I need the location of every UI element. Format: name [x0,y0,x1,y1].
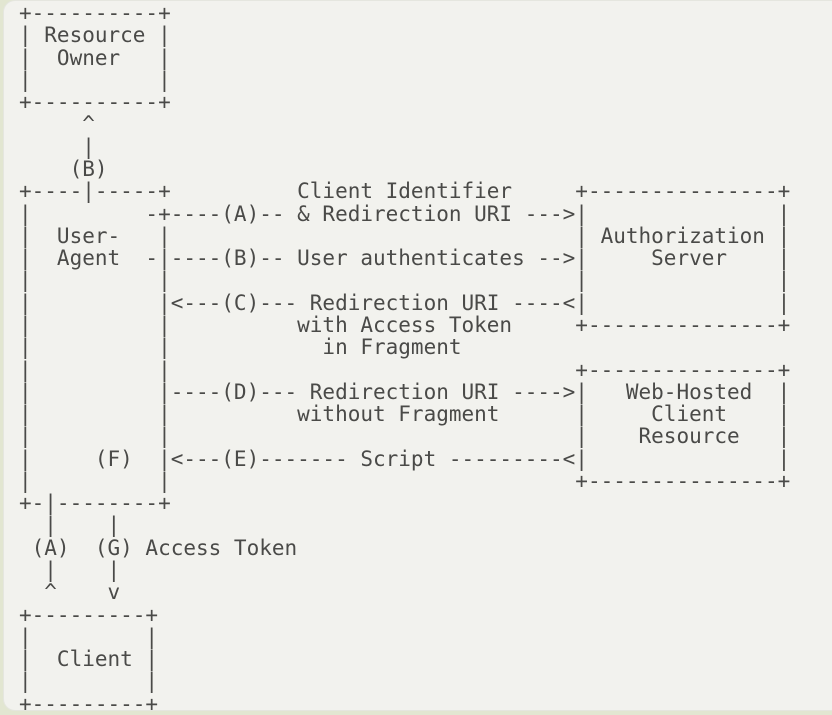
ascii-flow-diagram: +----------+ | Resource | | Owner | | | … [19,1,791,711]
code-block-panel: +----------+ | Resource | | Owner | | | … [3,0,832,711]
